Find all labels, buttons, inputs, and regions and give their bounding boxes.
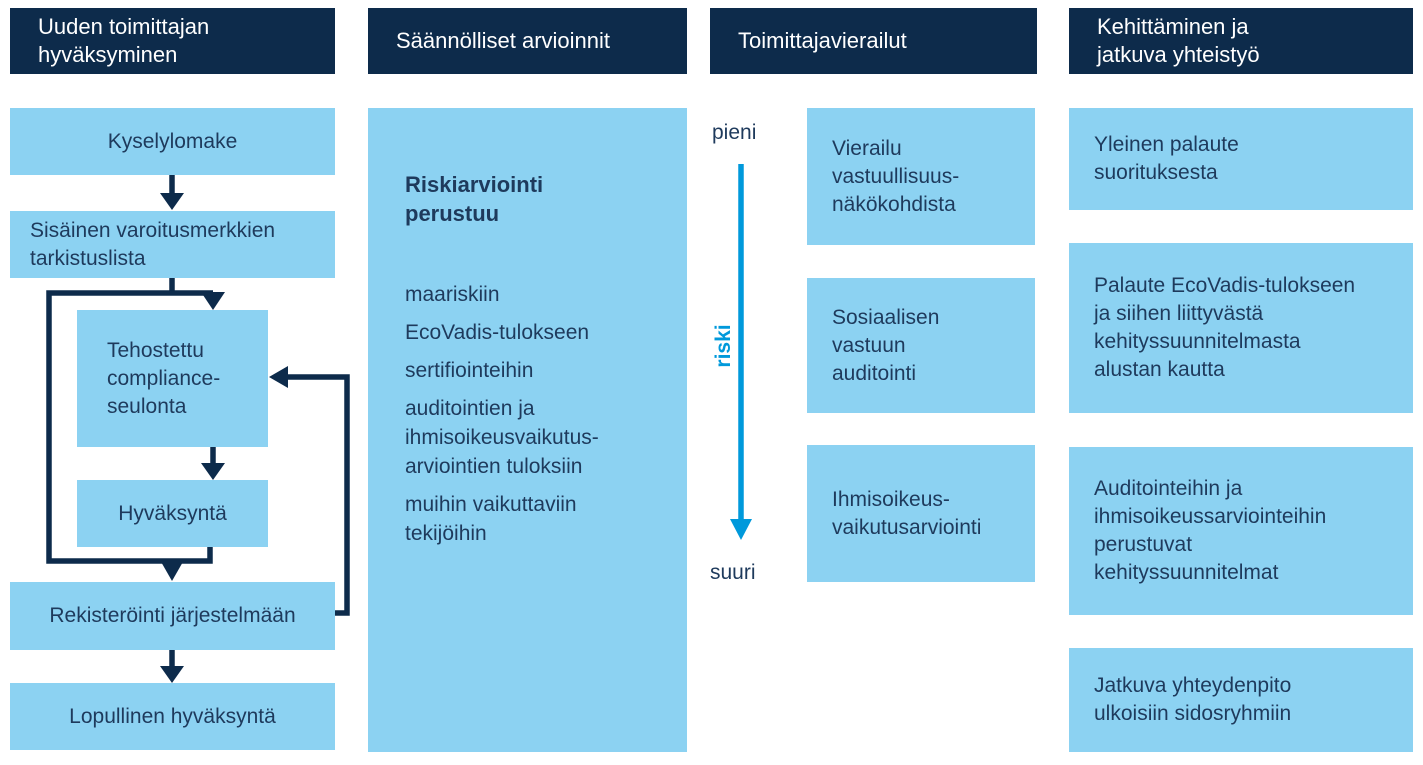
arrow-down-icon xyxy=(160,560,184,581)
step-warning-checklist: Sisäinen varoitusmerkkien tarkistuslista xyxy=(10,211,335,278)
step-registration: Rekisteröinti järjestelmään xyxy=(10,582,335,650)
step-label: Tehostettu compliance- seulonta xyxy=(107,338,221,418)
arrow-down-icon xyxy=(160,193,184,210)
column-header-supplier-visits: Toimittajavierailut xyxy=(710,8,1037,74)
development-box-ecovadis-feedback: Palaute EcoVadis-tulokseen ja siihen lii… xyxy=(1069,243,1413,413)
visit-label: Ihmisoikeus- vaikutusarviointi xyxy=(832,487,982,539)
assessment-item: muihin vaikuttaviin tekijöihin xyxy=(405,493,577,545)
step-label: Kyselylomake xyxy=(107,129,238,153)
visit-box-social-audit: Sosiaalisen vastuun auditointi xyxy=(807,278,1035,413)
development-box-development-plans: Auditointeihin ja ihmisoikeussarviointei… xyxy=(1069,447,1413,615)
visit-box-responsibility: Vierailu vastuullisuus- näkökohdista xyxy=(807,108,1035,245)
development-label: Auditointeihin ja ihmisoikeussarviointei… xyxy=(1094,477,1327,584)
development-box-stakeholder-contact: Jatkuva yhteydenpito ulkoisiin sidosryhm… xyxy=(1069,648,1413,752)
arrow-down-icon xyxy=(160,666,184,683)
assessment-item: EcoVadis-tulokseen xyxy=(405,321,590,344)
column-header-label: Säännölliset arvioinnit xyxy=(396,28,611,53)
column-header-label: Toimittajavierailut xyxy=(738,28,907,53)
visit-box-human-rights: Ihmisoikeus- vaikutusarviointi xyxy=(807,445,1035,582)
step-label: Hyväksyntä xyxy=(118,501,227,525)
arrow-down-icon xyxy=(201,292,225,310)
development-box-general-feedback: Yleinen palaute suorituksesta xyxy=(1069,108,1413,210)
risk-arrow-down-icon xyxy=(730,519,752,540)
visit-label: Sosiaalisen vastuun auditointi xyxy=(832,305,940,385)
risk-scale-label-low: pieni xyxy=(712,121,757,144)
column-header-regular-assessments: Säännölliset arvioinnit xyxy=(368,8,687,74)
step-questionnaire: Kyselylomake xyxy=(10,108,335,175)
step-final-approval: Lopullinen hyväksyntä xyxy=(10,683,335,750)
step-label: Lopullinen hyväksyntä xyxy=(69,704,276,728)
development-label: Jatkuva yhteydenpito ulkoisiin sidosryhm… xyxy=(1094,674,1292,725)
development-label: Yleinen palaute suorituksesta xyxy=(1094,133,1239,184)
column-header-new-supplier-approval: Uuden toimittajan hyväksyminen xyxy=(10,8,335,74)
assessment-item: maariskiin xyxy=(405,283,500,306)
column-header-label: Uuden toimittajan hyväksyminen xyxy=(38,14,210,67)
development-label: Palaute EcoVadis-tulokseen ja siihen lii… xyxy=(1094,274,1356,381)
risk-scale-label-high: suuri xyxy=(710,561,756,584)
assessment-item: sertifiointeihin xyxy=(405,359,534,382)
column-header-label: Kehittäminen ja jatkuva yhteistyö xyxy=(1097,14,1260,67)
step-compliance-screening: Tehostettu compliance- seulonta xyxy=(77,310,268,447)
step-label: Sisäinen varoitusmerkkien tarkistuslista xyxy=(30,218,276,270)
arrow-left-icon xyxy=(269,366,288,388)
assessment-item: auditointien ja ihmisoikeusvaikutus- arv… xyxy=(405,397,599,478)
risk-axis-label: riski xyxy=(712,324,735,368)
column-header-development: Kehittäminen ja jatkuva yhteistyö xyxy=(1069,8,1413,74)
risk-assessment-title: Riskiarviointi perustuu xyxy=(405,172,544,226)
step-label: Rekisteröinti järjestelmään xyxy=(49,604,296,627)
connector-loop-line xyxy=(288,374,350,616)
arrow-down-icon xyxy=(201,463,225,480)
visit-label: Vierailu vastuullisuus- näkökohdista xyxy=(832,136,960,216)
risk-assessment-panel: Riskiarviointi perustuu maariskiin EcoVa… xyxy=(368,108,687,752)
step-approval: Hyväksyntä xyxy=(77,480,268,547)
